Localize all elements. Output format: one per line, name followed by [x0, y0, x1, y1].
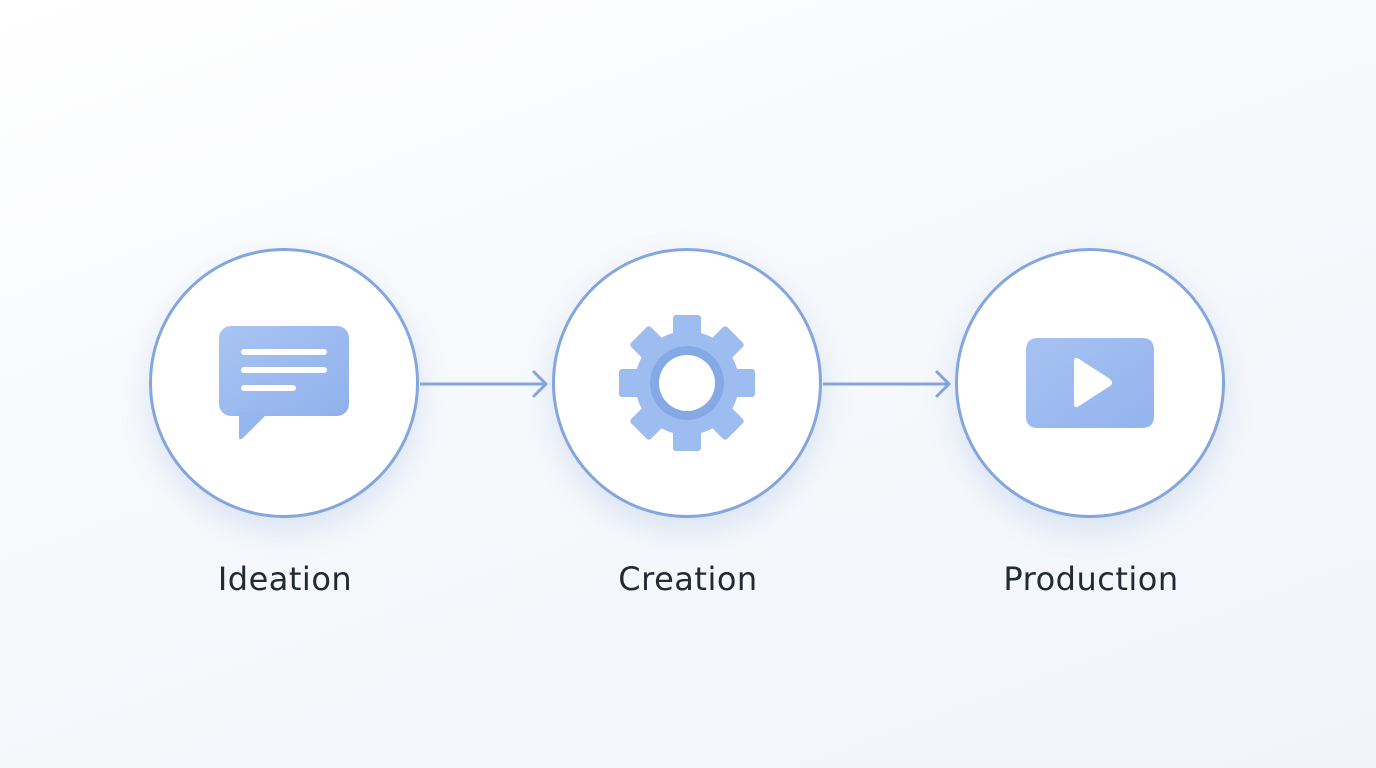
arrow-right-icon	[823, 370, 951, 398]
gear-icon	[617, 313, 757, 453]
step-ideation-label: Ideation	[217, 560, 353, 598]
step-creation-label: Creation	[618, 560, 758, 598]
arrow-right-icon	[420, 370, 548, 398]
step-production-label: Production	[1003, 560, 1179, 598]
chat-bubble-icon	[217, 324, 351, 442]
play-video-icon	[1024, 336, 1156, 430]
step-creation-circle	[552, 248, 822, 518]
step-ideation-circle	[149, 248, 419, 518]
step-production-circle	[955, 248, 1225, 518]
